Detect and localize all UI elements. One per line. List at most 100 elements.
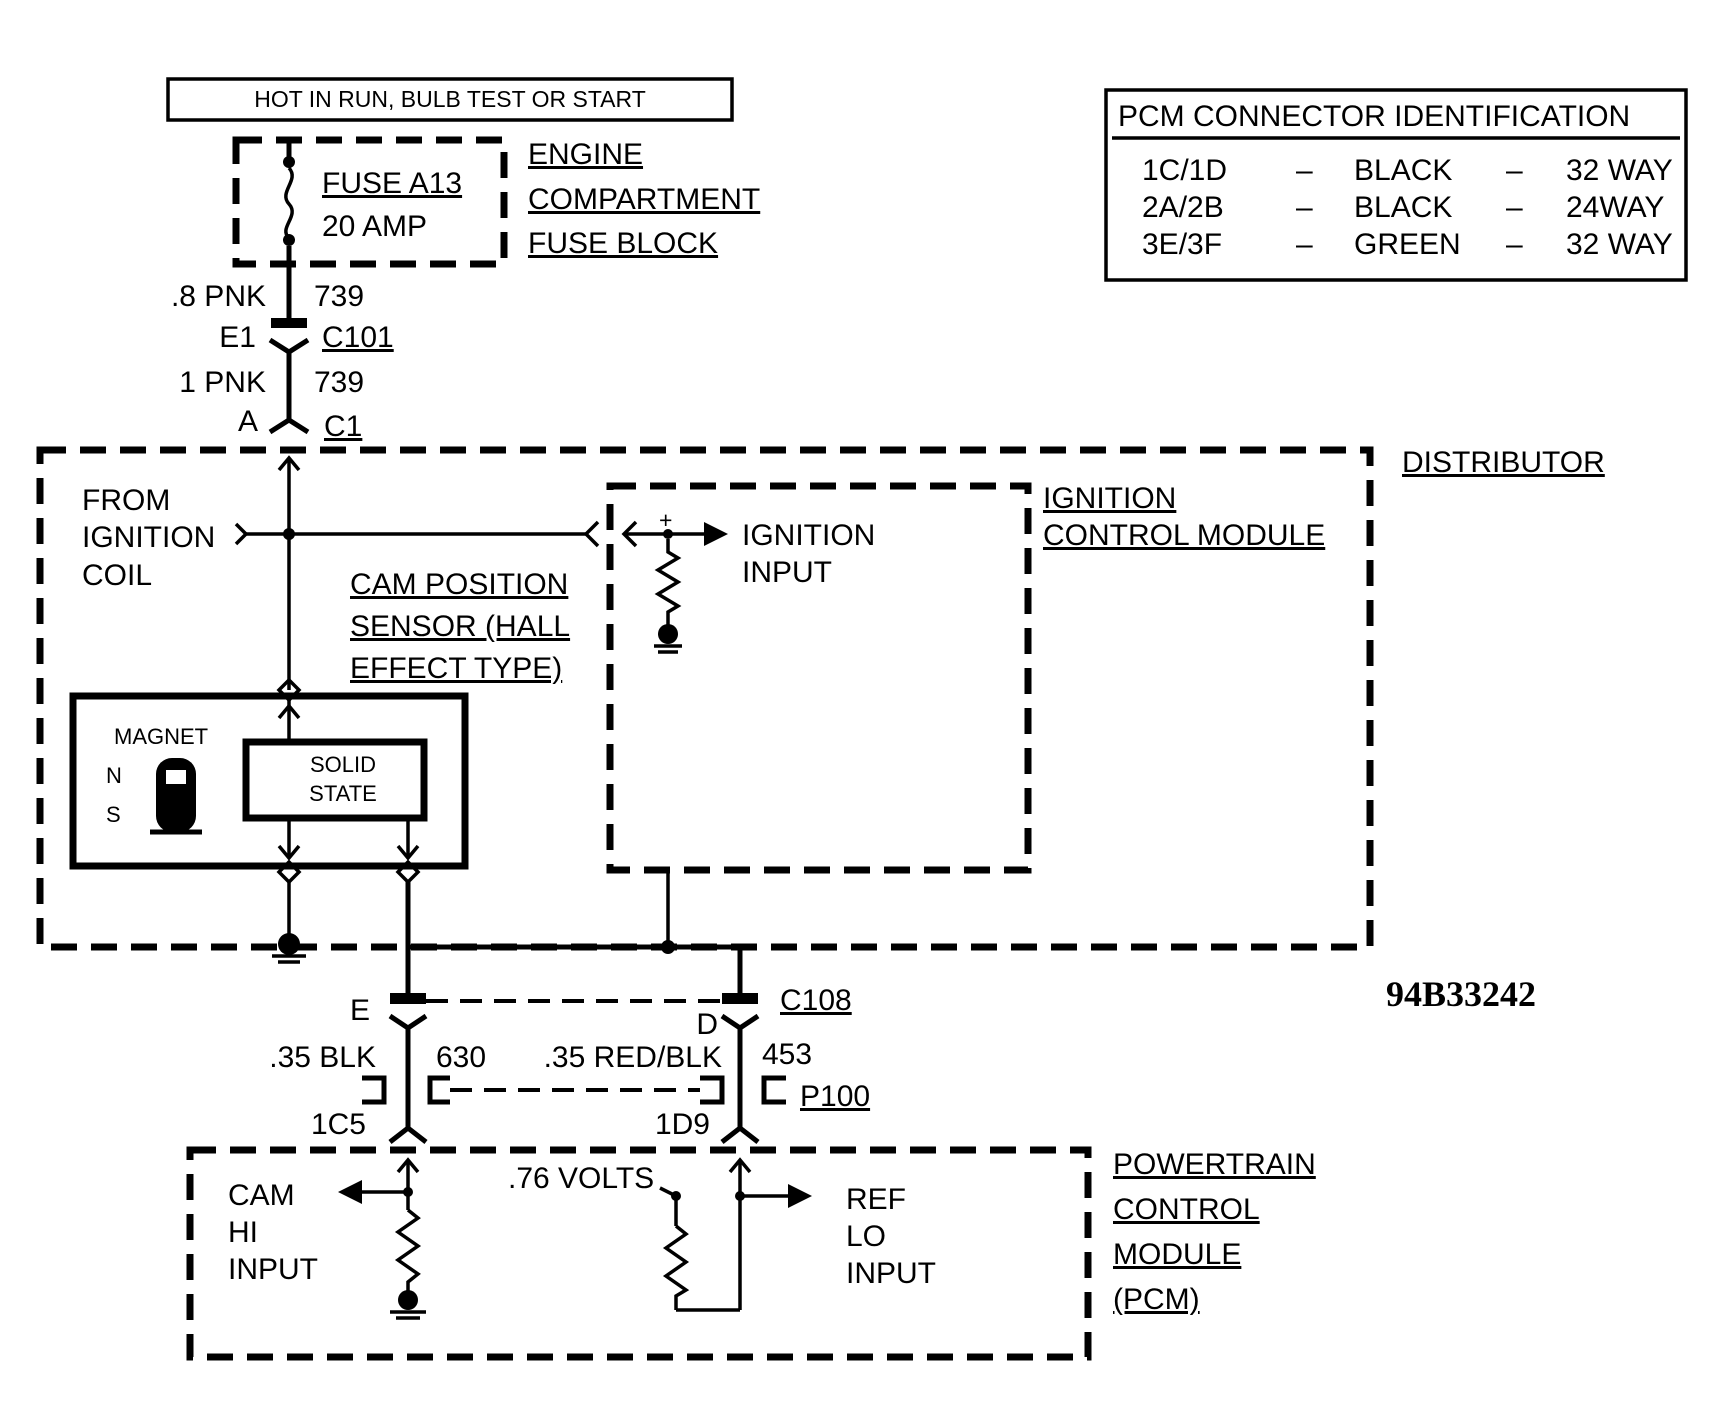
- cam-sensor-label-3: EFFECT TYPE): [350, 652, 562, 685]
- table-row-2-size: 24WAY: [1566, 191, 1664, 224]
- connector-table-box: [1104, 88, 1688, 282]
- ignition-coil-label-3: COIL: [82, 559, 152, 592]
- header-banner-box: [166, 77, 734, 122]
- pcm-label-1: POWERTRAIN: [1113, 1148, 1316, 1181]
- distributor-label: DISTRIBUTOR: [1402, 446, 1605, 479]
- solid-state-label-2: STATE: [309, 781, 377, 806]
- fuse-terminal-bottom: [283, 234, 295, 246]
- ignition-control-module-box: [606, 482, 1032, 874]
- sensor-feed-connector: [276, 677, 302, 703]
- fuse-block-label-1: ENGINE: [528, 138, 643, 171]
- header-banner-text: HOT IN RUN, BULB TEST OR START: [254, 86, 646, 112]
- cam-hi-ground-icon: [398, 1290, 418, 1310]
- table-row-3-size: 32 WAY: [1566, 228, 1673, 261]
- solid-state-label-1: SOLID: [310, 752, 376, 777]
- c1-connector: [268, 417, 310, 435]
- c108-e-top: [390, 993, 426, 1004]
- cam-sensor-housing: [69, 692, 469, 870]
- fuse-name: FUSE A13: [322, 167, 462, 200]
- table-row-1-id: 1C/1D: [1142, 154, 1227, 187]
- cam-hi-label-1: CAM: [228, 1179, 295, 1212]
- table-row-3-sep1: –: [1296, 228, 1313, 261]
- table-row-2-id: 2A/2B: [1142, 191, 1224, 224]
- cam-sensor-label-1: CAM POSITION: [350, 568, 568, 601]
- connector-table-title: PCM CONNECTOR IDENTIFICATION: [1118, 100, 1630, 133]
- solid-state-box: [242, 738, 428, 822]
- table-row-2-sep1: –: [1296, 191, 1313, 224]
- ground-connector: [276, 859, 302, 885]
- voltage-label: .76 VOLTS: [508, 1162, 654, 1195]
- wire-lower-circuit: 739: [314, 366, 364, 399]
- cam-output-connector: [395, 859, 421, 885]
- cam-hi-label-2: HI: [228, 1216, 258, 1249]
- ignition-coil-label-2: IGNITION: [82, 521, 215, 554]
- wire-lower-gauge: 1 PNK: [179, 366, 266, 399]
- pcm-label-3: MODULE: [1113, 1238, 1241, 1271]
- wire-cam-gauge: .35 BLK: [269, 1041, 376, 1074]
- ref-lo-label-2: LO: [846, 1220, 886, 1253]
- table-row-1-color: BLACK: [1354, 154, 1452, 187]
- c101-label: C101: [322, 321, 394, 354]
- p100-label: P100: [800, 1080, 870, 1113]
- magnet-north: N: [106, 763, 122, 788]
- table-row-3-id: 3E/3F: [1142, 228, 1222, 261]
- cam-hi-resistor-icon: [394, 1208, 422, 1292]
- c101-connector-top: [271, 318, 307, 328]
- wire-cam-circuit: 630: [436, 1041, 486, 1074]
- ref-lo-arrow: [788, 1184, 812, 1208]
- ignition-coil-label-1: FROM: [82, 484, 170, 517]
- figure-id: 94B33242: [1386, 974, 1536, 1014]
- ref-lo-label-3: INPUT: [846, 1257, 936, 1290]
- cam-hi-label-3: INPUT: [228, 1253, 318, 1286]
- c1-pin: A: [238, 405, 258, 438]
- icm-input-label-1: IGNITION: [742, 519, 875, 552]
- ref-lo-label-1: REF: [846, 1183, 906, 1216]
- c108-d-top: [722, 993, 758, 1004]
- p100-bracket-630: [427, 1075, 450, 1105]
- wire-upper-gauge: .8 PNK: [171, 280, 266, 313]
- c108-d-bottom: [720, 1013, 760, 1032]
- fuse-icon: [284, 166, 294, 240]
- wire-ref-circuit: 453: [762, 1038, 812, 1071]
- icm-label-1: IGNITION: [1043, 482, 1176, 515]
- p100-bracket-right: [761, 1075, 786, 1105]
- ref-lo-resistor-icon: [662, 1224, 690, 1310]
- cam-hi-arrow: [338, 1180, 362, 1204]
- c108-label: C108: [780, 984, 852, 1017]
- c108-e-bottom: [388, 1013, 428, 1032]
- cam-sensor-label-2: SENSOR (HALL: [350, 610, 570, 643]
- pcm-pin-ref: 1D9: [655, 1108, 710, 1141]
- magnet-icon: [156, 758, 196, 832]
- c108-pin-e: E: [350, 994, 370, 1027]
- c101-pin: E1: [219, 321, 256, 354]
- wire-upper-circuit: 739: [314, 280, 364, 313]
- icm-input-label-2: INPUT: [742, 556, 832, 589]
- fuse-block-label-3: FUSE BLOCK: [528, 227, 718, 260]
- magnet-label: MAGNET: [114, 724, 208, 749]
- table-row-3-sep2: –: [1506, 228, 1523, 261]
- table-row-1-size: 32 WAY: [1566, 154, 1673, 187]
- table-row-2-sep2: –: [1506, 191, 1523, 224]
- pcm-label-2: CONTROL: [1113, 1193, 1260, 1226]
- icm-resistor-icon: [654, 539, 682, 625]
- fuse-rating: 20 AMP: [322, 210, 427, 243]
- pcm-pin-cam: 1C5: [311, 1108, 366, 1141]
- c101-connector-bottom: [268, 337, 310, 355]
- table-row-1-sep2: –: [1506, 154, 1523, 187]
- coil-connector-icon: [234, 522, 249, 546]
- p100-bracket-453: [700, 1075, 725, 1105]
- c108-pin-d: D: [696, 1008, 718, 1041]
- fuse-terminal-top: [283, 156, 295, 168]
- pcm-label-4: (PCM): [1113, 1283, 1200, 1316]
- icm-input-node: [663, 529, 673, 539]
- icm-plus: +: [659, 507, 672, 533]
- magnet-south: S: [106, 802, 121, 827]
- table-row-1-sep1: –: [1296, 154, 1313, 187]
- icm-feed-connector: [583, 520, 600, 548]
- table-row-2-color: BLACK: [1354, 191, 1452, 224]
- pcm-pin-cam-connector: [388, 1124, 428, 1144]
- table-row-3-color: GREEN: [1354, 228, 1461, 261]
- p100-bracket-left: [362, 1075, 387, 1105]
- icm-label-2: CONTROL MODULE: [1043, 519, 1325, 552]
